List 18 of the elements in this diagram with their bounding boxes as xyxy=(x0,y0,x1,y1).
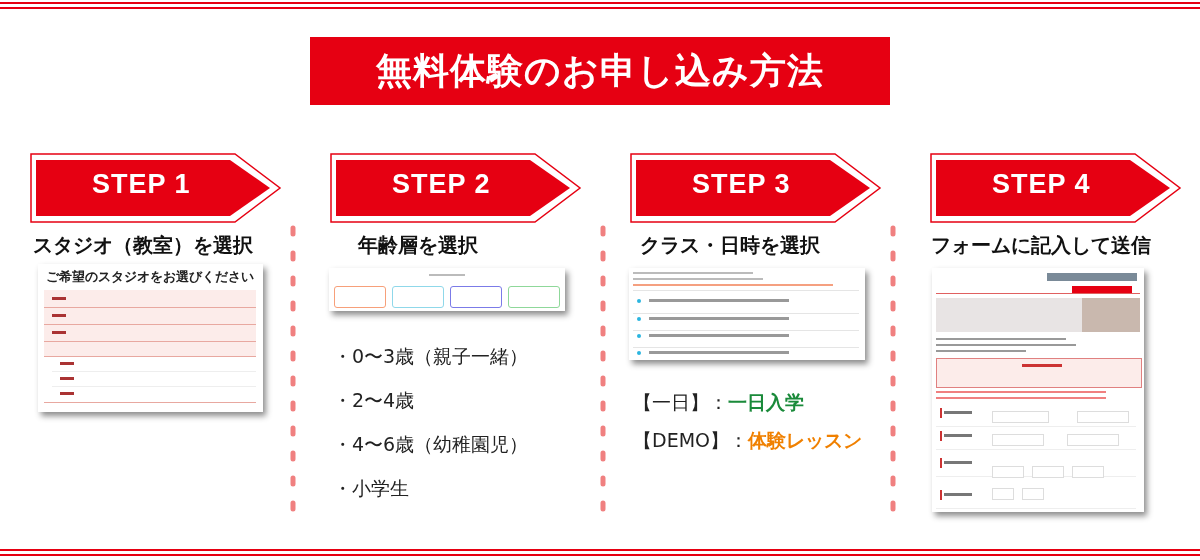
step-heading: フォームに記入して送信 xyxy=(931,232,1151,259)
step-arrow-banner: STEP 1 xyxy=(30,153,280,221)
age-group-item: ・小学生 xyxy=(333,476,409,501)
title-banner: 無料体験のお申し込み方法 xyxy=(310,37,890,105)
age-group-item: ・4〜6歳（幼稚園児） xyxy=(333,432,529,457)
step-arrow-banner: STEP 3 xyxy=(630,153,880,221)
screenshot-heading: ご希望のスタジオをお選びください xyxy=(46,268,254,286)
age-group-item: ・0〜3歳（親子一緒） xyxy=(333,344,529,369)
class-type-key: 【一日】： xyxy=(633,390,728,416)
step-heading: クラス・日時を選択 xyxy=(640,232,820,259)
class-type-name: 体験レッスン xyxy=(748,428,862,453)
step-heading: 年齢層を選択 xyxy=(358,232,478,259)
class-type-key: 【DEMO】： xyxy=(633,428,748,454)
step-arrow-banner: STEP 4 xyxy=(930,153,1180,221)
age-group-item: ・2〜4歳 xyxy=(333,388,415,413)
class-type-name: 一日入学 xyxy=(728,390,804,415)
step-heading: スタジオ（教室）を選択 xyxy=(33,232,253,259)
step-arrow-banner: STEP 2 xyxy=(330,153,580,221)
